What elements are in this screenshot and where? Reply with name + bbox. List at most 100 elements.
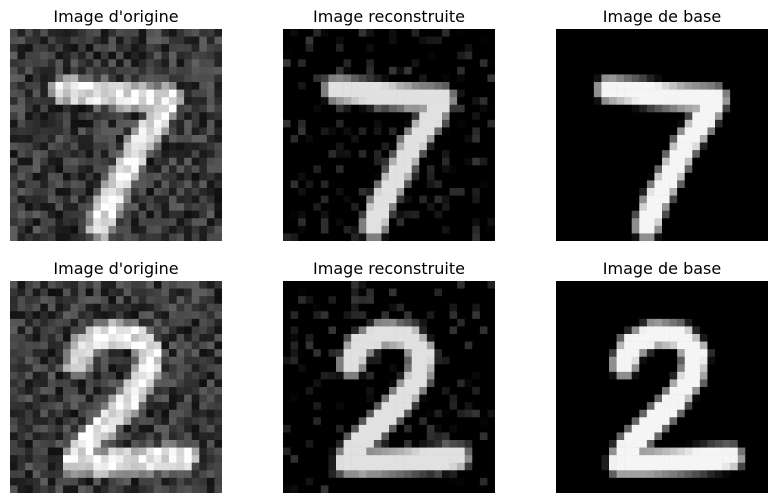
pixel (199, 119, 208, 128)
pixel (32, 424, 41, 433)
pixel (472, 59, 481, 68)
pixel (70, 387, 79, 395)
pixel (169, 233, 177, 241)
pixel (313, 97, 322, 106)
pixel (434, 409, 443, 418)
pixel (138, 195, 147, 204)
pixel (578, 356, 587, 365)
pixel (47, 341, 56, 350)
pixel (760, 44, 768, 53)
pixel (100, 402, 109, 411)
pixel (206, 165, 215, 174)
pixel (123, 417, 132, 426)
pixel (404, 440, 413, 448)
pixel (85, 150, 94, 159)
pixel (85, 447, 94, 456)
pixel (639, 112, 648, 121)
pixel (123, 440, 132, 448)
pixel (381, 135, 390, 143)
pixel (684, 203, 693, 212)
pixel (639, 82, 648, 90)
pixel (639, 225, 648, 234)
pixel (730, 379, 739, 388)
pixel (457, 371, 466, 380)
pixel (32, 447, 41, 456)
pixel (639, 281, 648, 289)
pixel (78, 172, 87, 181)
pixel (381, 225, 390, 234)
pixel (351, 66, 360, 75)
pixel (131, 104, 140, 113)
pixel (206, 233, 215, 241)
pixel (389, 97, 397, 106)
pixel (283, 59, 291, 68)
pixel (745, 44, 754, 53)
pixel (32, 311, 41, 320)
pixel (131, 97, 140, 106)
pixel (108, 66, 117, 75)
pixel (298, 119, 307, 128)
pixel (55, 195, 64, 204)
pixel (351, 424, 360, 433)
pixel (32, 303, 41, 312)
pixel (336, 66, 344, 75)
pixel (586, 281, 595, 289)
pixel (138, 432, 147, 441)
pixel (381, 36, 390, 45)
pixel (669, 303, 678, 312)
pixel (631, 119, 640, 128)
pixel (752, 44, 761, 53)
pixel (601, 334, 610, 342)
pixel (328, 379, 337, 388)
pixel (63, 455, 71, 464)
pixel (722, 44, 731, 53)
pixel (631, 44, 640, 53)
pixel (17, 424, 26, 433)
pixel (138, 112, 147, 121)
pixel (138, 349, 147, 358)
pixel (563, 326, 572, 335)
pixel (63, 440, 71, 448)
pixel (593, 203, 602, 212)
pixel (283, 233, 291, 241)
pixel (85, 195, 94, 204)
pixel (601, 135, 610, 143)
pixel (123, 135, 132, 143)
pixel (298, 89, 307, 98)
pixel (305, 462, 314, 471)
pixel (571, 379, 580, 388)
pixel (25, 104, 34, 113)
pixel (366, 485, 375, 493)
pixel (191, 135, 200, 143)
pixel (760, 334, 768, 342)
pixel (487, 142, 495, 151)
pixel (373, 455, 382, 464)
pixel (298, 394, 307, 403)
pixel (487, 233, 495, 241)
pixel (10, 311, 18, 320)
pixel (40, 326, 49, 335)
pixel (593, 424, 602, 433)
pixel (85, 188, 94, 196)
pixel (760, 326, 768, 335)
pixel (737, 150, 746, 159)
pixel (646, 326, 655, 335)
pixel (669, 477, 678, 486)
pixel (123, 485, 132, 493)
pixel (745, 371, 754, 380)
pixel (351, 218, 360, 227)
pixel (639, 150, 648, 159)
pixel (100, 44, 109, 53)
pixel (449, 119, 458, 128)
pixel (206, 127, 215, 136)
pixel (336, 417, 344, 426)
pixel (692, 150, 701, 159)
pixel (40, 66, 49, 75)
pixel (206, 66, 215, 75)
pixel (108, 210, 117, 219)
pixel (320, 455, 329, 464)
pixel (108, 379, 117, 388)
pixel (131, 432, 140, 441)
pixel (556, 97, 564, 106)
pixel (343, 218, 352, 227)
